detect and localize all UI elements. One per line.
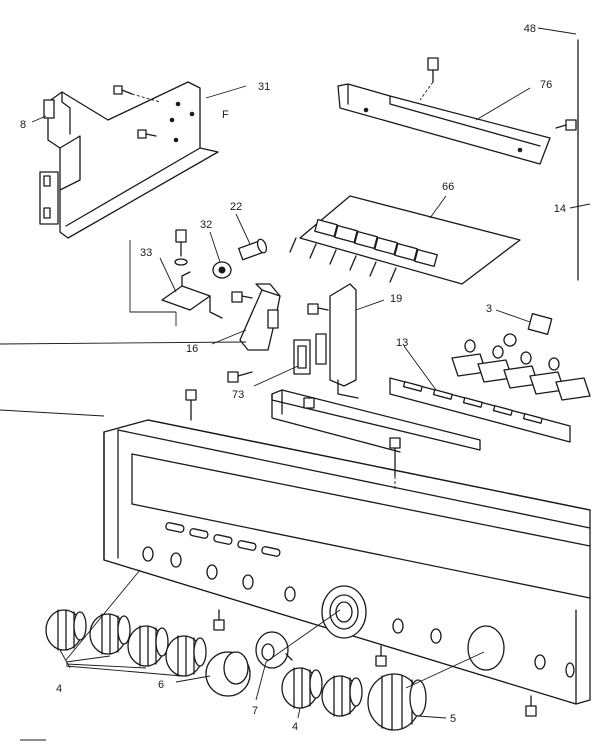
screw-icon bbox=[555, 119, 577, 131]
bracket-76 bbox=[337, 83, 551, 165]
screw-icon bbox=[137, 129, 157, 139]
washer-32 bbox=[212, 261, 232, 279]
callout-76: 76 bbox=[540, 79, 552, 91]
bracket-19 bbox=[315, 283, 359, 399]
front-panel bbox=[103, 419, 591, 705]
screw-icon bbox=[227, 371, 253, 383]
screw-icon bbox=[307, 303, 329, 315]
switch-cluster-3 bbox=[451, 313, 591, 401]
callout-5: 5 bbox=[450, 713, 456, 725]
screw-icon bbox=[375, 645, 387, 667]
callout-4-right: 4 bbox=[292, 721, 298, 733]
bracket-73 bbox=[293, 339, 311, 375]
bracket-icon bbox=[161, 271, 223, 319]
knob-icon bbox=[45, 609, 87, 651]
callout-4-left: 4 bbox=[56, 683, 62, 695]
callout-31: 31 bbox=[258, 81, 270, 93]
switch-16 bbox=[239, 283, 281, 351]
callout-16: 16 bbox=[186, 343, 198, 355]
screw-icon bbox=[213, 609, 225, 631]
knob-icon bbox=[127, 625, 169, 667]
strip-13 bbox=[389, 377, 571, 443]
bracket-31 bbox=[39, 81, 219, 239]
knob-icon bbox=[165, 635, 207, 677]
screw-icon bbox=[185, 389, 197, 421]
switch-icon bbox=[314, 218, 438, 268]
callout-22: 22 bbox=[230, 201, 242, 213]
callout-8: 8 bbox=[20, 119, 26, 131]
callout-33: 33 bbox=[140, 247, 152, 259]
callout-66: 66 bbox=[442, 181, 454, 193]
screw-icon bbox=[174, 229, 188, 266]
knob-ring-7 bbox=[255, 631, 293, 669]
knob-icon bbox=[205, 651, 251, 697]
callout-48: 48 bbox=[524, 23, 536, 35]
screw-icon bbox=[231, 291, 253, 303]
screw-icon bbox=[419, 57, 439, 101]
screw-icon bbox=[389, 437, 401, 490]
callout-14: 14 bbox=[554, 203, 566, 215]
knob-icon bbox=[367, 673, 427, 731]
callout-13: 13 bbox=[396, 337, 408, 349]
callout-73: 73 bbox=[232, 389, 244, 401]
callout-32: 32 bbox=[200, 219, 212, 231]
knob-icon bbox=[321, 675, 363, 717]
circuit-board-66 bbox=[289, 195, 521, 285]
callout-F: F bbox=[222, 109, 229, 121]
callout-3: 3 bbox=[486, 303, 492, 315]
knob-icon bbox=[89, 613, 131, 655]
screw-icon bbox=[525, 695, 537, 717]
screw-icon bbox=[113, 85, 161, 103]
sub-panel bbox=[271, 389, 481, 453]
screw-icon bbox=[303, 397, 315, 409]
knob-icon bbox=[281, 667, 323, 709]
callout-7: 7 bbox=[252, 705, 258, 717]
spacer-22 bbox=[238, 238, 268, 261]
callout-6: 6 bbox=[158, 679, 164, 691]
callout-19: 19 bbox=[390, 293, 402, 305]
